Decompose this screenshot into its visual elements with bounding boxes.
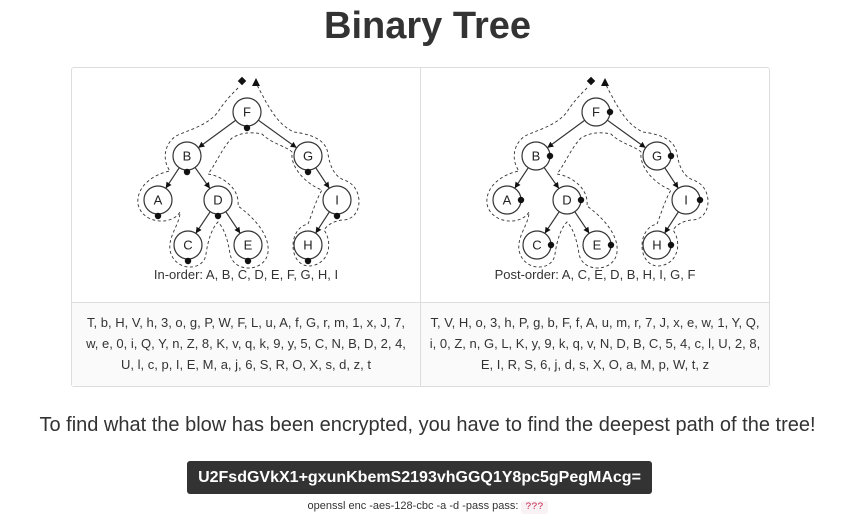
postorder-sequence-cell: T, V, H, o, 3, h, P, g, b, F, f, A, u, m… (421, 303, 769, 386)
inorder-sequence-cell: T, b, H, V, h, 3, o, g, P, W, F, L, u, A… (72, 303, 420, 386)
row-divider (72, 302, 769, 303)
inorder-tree-diagram: F B G A D I C E H In-order: A, B, C, D, E, F, G,… (137, 76, 360, 282)
postorder-edge-arrow-BD (553, 181, 559, 189)
postorder-node-label-D: D (562, 193, 571, 208)
postorder-sequence: T, V, H, o, 3, h, P, g, b, F, f, A, u, m… (429, 315, 761, 372)
inorder-node-label-H: H (303, 238, 312, 253)
inorder-start-marker (237, 76, 247, 86)
inorder-edge-arrow-BA (165, 181, 172, 189)
tree-panel: F B G A D I C E H In-order: A, B, C, D, E, F, G,… (71, 67, 770, 387)
postorder-edge-arrow-BA (514, 181, 521, 189)
postorder-visit-dot-H (667, 241, 675, 249)
postorder-node-label-B: B (532, 149, 541, 164)
inorder-edge-arrow-DE (234, 226, 241, 234)
inorder-edge-arrow-FG (290, 141, 297, 148)
postorder-visit-dot-C (547, 241, 555, 249)
inorder-visit-dot-C (184, 257, 192, 265)
inorder-node-label-B: B (183, 149, 192, 164)
inorder-visit-dot-F (243, 124, 251, 132)
postorder-node-label-A: A (503, 193, 512, 208)
postorder-visit-dot-G (667, 152, 675, 160)
postorder-node-label-G: G (652, 149, 662, 164)
postorder-edge-arrow-FG (639, 141, 646, 148)
inorder-edge-arrow-FB (198, 141, 205, 148)
postorder-tree-diagram: F B G A D I C E H Post-order: A, C, E, D, B, H, … (486, 76, 709, 282)
inorder-visit-dot-D (214, 212, 222, 220)
postorder-edge-arrow-DE (583, 226, 590, 234)
inorder-visit-dot-H (304, 257, 312, 265)
postorder-visit-dot-F (606, 108, 614, 116)
postorder-node-label-H: H (652, 238, 661, 253)
inorder-node-label-I: I (335, 193, 339, 208)
inorder-visit-dot-B (183, 168, 191, 176)
postorder-visit-dot-D (577, 196, 585, 204)
postorder-start-marker (586, 76, 596, 86)
password-placeholder: ??? (521, 501, 548, 514)
postorder-end-arrow (601, 78, 609, 86)
postorder-node-label-I: I (684, 193, 688, 208)
postorder-edge-arrow-GI (672, 181, 679, 189)
inorder-edge-arrow-GI (323, 181, 330, 189)
instruction-text: To find what the blow has been encrypted… (39, 414, 816, 436)
postorder-node-label-C: C (532, 238, 541, 253)
inorder-node-label-A: A (154, 193, 163, 208)
postorder-edge-arrow-DC (544, 226, 551, 234)
inorder-edge-arrow-DC (195, 226, 202, 234)
postorder-visit-dot-I (696, 196, 704, 204)
inorder-node-label-E: E (244, 238, 253, 253)
openssl-command: openssl enc -aes-128-cbc -a -d -pass pas… (0, 497, 855, 517)
inorder-edge-arrow-BD (204, 181, 210, 189)
column-divider (420, 68, 421, 386)
postorder-edge-arrow-FB (547, 141, 554, 148)
postorder-edge-FB (546, 119, 586, 149)
inorder-node-label-C: C (183, 238, 192, 253)
postorder-node-label-E: E (593, 238, 602, 253)
postorder-visit-dot-E (607, 241, 615, 249)
inorder-visit-dot-G (304, 168, 312, 176)
inorder-visit-dot-A (154, 212, 162, 220)
ciphertext-block: U2FsdGVkX1+gxunKbemS2193vhGGQ1Y8pc5gPegM… (187, 461, 652, 494)
postorder-visit-dot-B (546, 152, 554, 160)
inorder-node-label-F: F (243, 105, 251, 120)
postorder-caption: Post-order: A, C, E, D, B, H, I, G, F (495, 267, 696, 282)
inorder-sequence: T, b, H, V, h, 3, o, g, P, W, F, L, u, A… (86, 315, 406, 372)
command-prefix: openssl enc -aes-128-cbc -a -d -pass pas… (307, 500, 519, 512)
postorder-edge-arrow-IH (664, 226, 671, 234)
inorder-caption: In-order: A, B, C, D, E, F, G, H, I (154, 267, 338, 282)
postorder-visit-dot-A (517, 196, 525, 204)
inorder-edge-FB (197, 119, 237, 149)
inorder-visit-dot-E (244, 257, 252, 265)
inorder-node-label-D: D (213, 193, 222, 208)
inorder-visit-dot-I (333, 212, 341, 220)
inorder-edge-arrow-IH (315, 226, 322, 234)
postorder-edge-FG (607, 119, 646, 149)
inorder-end-arrow (252, 78, 260, 86)
inorder-node-label-G: G (303, 149, 313, 164)
inorder-edge-FG (258, 119, 297, 149)
postorder-node-label-F: F (592, 105, 600, 120)
page-title: Binary Tree (324, 5, 531, 47)
